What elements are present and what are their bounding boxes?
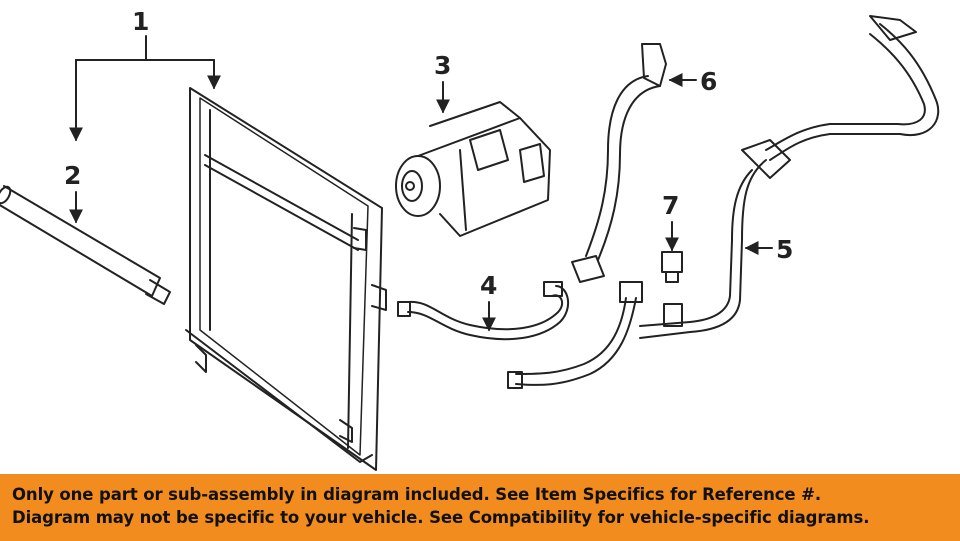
- pressure-switch-part: [661, 251, 683, 327]
- callout-3: 3: [434, 51, 451, 114]
- disclaimer-line-2: Diagram may not be specific to your vehi…: [12, 508, 870, 527]
- callout-3-label: 3: [434, 51, 451, 80]
- parts-diagram: 1 2 3: [0, 7, 940, 471]
- callout-4-label: 4: [480, 271, 497, 300]
- callout-6-label: 6: [700, 67, 717, 96]
- callout-7: 7: [662, 191, 679, 252]
- hose-6-part: [571, 43, 667, 283]
- callout-5-label: 5: [776, 235, 793, 264]
- callout-7-label: 7: [662, 191, 679, 220]
- disclaimer-line-1: Only one part or sub-assembly in diagram…: [12, 485, 822, 504]
- compressor-part: [395, 101, 551, 237]
- hose-5-part: [507, 15, 940, 389]
- callout-4: 4: [480, 271, 497, 332]
- hose-4-part: [397, 281, 570, 341]
- disclaimer-banner: Only one part or sub-assembly in diagram…: [0, 474, 960, 541]
- condenser-part: [185, 87, 387, 471]
- receiver-drier-part: [0, 185, 171, 305]
- callout-2-label: 2: [64, 161, 81, 190]
- callout-1: 1: [69, 7, 221, 142]
- callout-5: 5: [744, 235, 793, 264]
- callout-1-label: 1: [132, 7, 149, 36]
- callout-2: 2: [64, 161, 83, 224]
- callout-6: 6: [668, 67, 717, 96]
